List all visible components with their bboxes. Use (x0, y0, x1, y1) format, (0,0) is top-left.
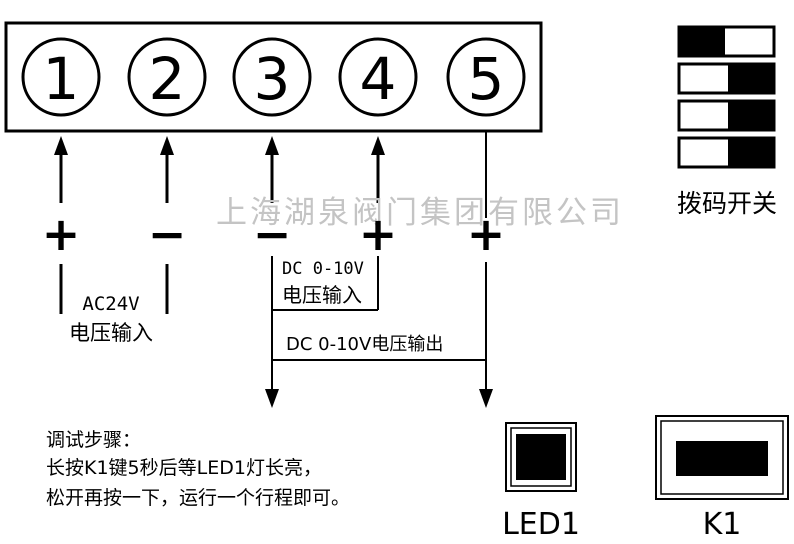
terminal-4: 4 (338, 37, 418, 117)
instructions-line-1: 长按K1键5秒后等LED1灯长亮， (46, 457, 322, 479)
dip-switch-4-knob (728, 138, 774, 167)
power-input-caption: 电压输入 (69, 321, 153, 345)
arrow-up-terminal-2 (160, 136, 174, 203)
dip-switch-1-knob (679, 27, 725, 56)
terminal-2-ring (127, 37, 207, 117)
instructions-title: 调试步骤： (46, 429, 141, 451)
dip-switch-label: 拨码开关 (677, 189, 777, 218)
terminal-4-number: 4 (360, 45, 397, 113)
terminal-5-number: 5 (468, 45, 505, 113)
arrow-down-output-left (265, 389, 279, 408)
arrow-down-output-right (479, 389, 493, 408)
terminal-3: 3 (232, 37, 312, 117)
arrow-up-terminal-3 (265, 136, 279, 203)
terminal-4-ring (338, 37, 418, 117)
polarity-sign-t2: − (148, 207, 187, 261)
polarity-sign-t1: + (42, 207, 81, 261)
terminal-block (4, 21, 543, 133)
k1-inner-frame (660, 420, 784, 495)
arrow-up-terminal-1 (54, 136, 68, 203)
terminal-1-number: 1 (43, 45, 80, 113)
terminal-3-ring (232, 37, 312, 117)
terminal-5: 5 (446, 37, 526, 117)
terminal-1: 1 (21, 37, 101, 117)
terminal-2: 2 (127, 37, 207, 117)
led-lamp (516, 434, 566, 480)
polarity-sign-t5: + (467, 207, 506, 261)
instructions-line-2: 松开再按一下，运行一个行程即可。 (46, 487, 350, 509)
dip-switch (677, 25, 776, 169)
watermark-text: 上海湖泉阀门集团有限公司 (216, 195, 624, 231)
dip-switch-2-knob (728, 64, 774, 93)
led-inner-frame (510, 427, 572, 487)
k1-button (676, 441, 768, 476)
polarity-sign-t3: − (253, 207, 292, 261)
dc-output-caption: DC 0-10V电压输出 (286, 334, 443, 355)
k1-label: K1 (703, 507, 742, 542)
terminal-2-number: 2 (149, 45, 186, 113)
led-indicator (505, 422, 577, 492)
polarity-sign-t4: + (359, 207, 398, 261)
power-input-voltage: AC24V (82, 293, 139, 315)
dc-input-voltage: DC 0-10V (282, 259, 364, 279)
terminal-5-ring (446, 37, 526, 117)
dip-switch-3-knob (728, 101, 774, 130)
dc-input-caption: 电压输入 (282, 283, 362, 307)
terminal-1-ring (21, 37, 101, 117)
terminal-3-number: 3 (254, 45, 291, 113)
led-label: LED1 (502, 507, 580, 542)
arrow-up-terminal-4 (371, 136, 385, 203)
k1-key (655, 415, 789, 500)
